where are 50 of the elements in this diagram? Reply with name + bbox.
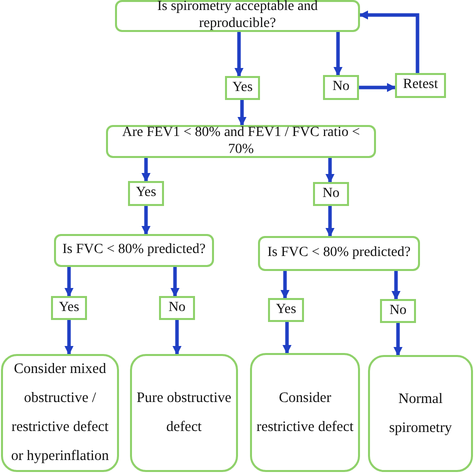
answer-box bbox=[380, 299, 416, 323]
arrow bbox=[64, 320, 74, 355]
answer-box bbox=[323, 75, 359, 100]
box-text: Pure obstructive defect bbox=[136, 389, 232, 437]
box-text: Is spirometry acceptable and reproducible? bbox=[156, 0, 319, 33]
decision-box bbox=[54, 234, 214, 267]
arrow bbox=[64, 267, 74, 297]
box-text: Normal spirometry bbox=[388, 390, 453, 438]
decision-box bbox=[258, 236, 420, 271]
outcome-box bbox=[1, 354, 119, 472]
box-text: Consider mixed obstructive / restrictive defect or hyperinflation bbox=[10, 360, 110, 466]
answer-box bbox=[51, 296, 87, 320]
answer-box bbox=[313, 182, 349, 206]
answer-box bbox=[128, 181, 164, 206]
arrow bbox=[392, 271, 400, 300]
box-text: No bbox=[389, 302, 407, 320]
box-text: Are FEV1 < 80% and FEV1 / FVC ratio < 70% bbox=[121, 124, 361, 158]
arrow bbox=[170, 267, 180, 297]
arrow bbox=[326, 206, 334, 237]
answer-box bbox=[268, 298, 304, 322]
box-text: No bbox=[332, 79, 350, 96]
arrow bbox=[326, 158, 334, 183]
box-text: No bbox=[168, 300, 186, 316]
arrow bbox=[282, 322, 292, 354]
arrow bbox=[142, 206, 150, 235]
arrow bbox=[394, 323, 402, 356]
box-text: No bbox=[322, 186, 340, 202]
arrow bbox=[334, 32, 342, 76]
outcome-box bbox=[368, 355, 473, 472]
arrow bbox=[280, 271, 290, 299]
answer-box bbox=[225, 76, 260, 100]
box-text: Retest bbox=[403, 77, 438, 94]
box-text: Is FVC < 80% predicted? bbox=[267, 245, 411, 262]
arrow bbox=[359, 83, 396, 92]
outcome-box bbox=[130, 354, 238, 472]
arrow bbox=[172, 320, 182, 355]
arrow bbox=[142, 158, 150, 182]
box-text: Yes bbox=[232, 80, 253, 96]
box-text: Yes bbox=[58, 300, 80, 316]
box-text: Is FVC < 80% predicted? bbox=[62, 242, 206, 259]
box-text: Yes bbox=[276, 302, 296, 318]
box-text: Yes bbox=[136, 185, 156, 202]
outcome-box bbox=[250, 353, 360, 472]
arrow bbox=[238, 100, 246, 126]
box-text: Consider restrictive defect bbox=[256, 388, 354, 436]
decision-box bbox=[115, 0, 360, 32]
answer-box bbox=[395, 73, 446, 98]
answer-box bbox=[159, 296, 195, 320]
arrow bbox=[359, 10, 420, 73]
arrow bbox=[234, 32, 244, 77]
